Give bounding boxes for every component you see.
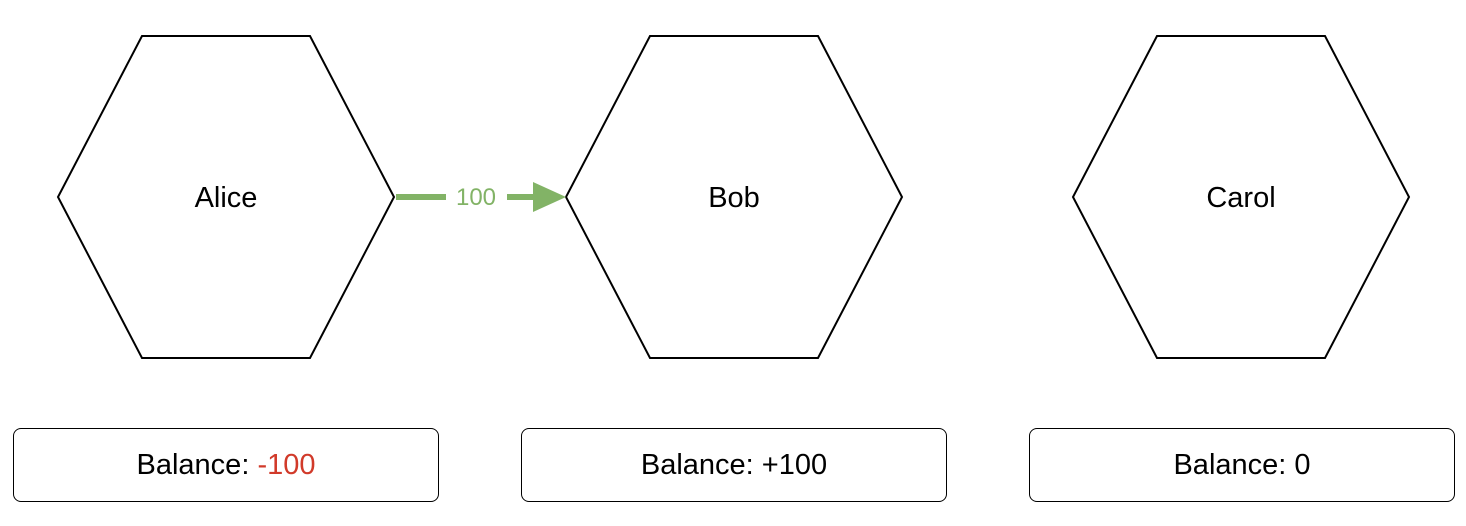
hexagon-shape bbox=[1071, 35, 1411, 359]
balance-box-bob: Balance: +100 bbox=[521, 428, 947, 502]
node-bob[interactable]: Bob bbox=[564, 35, 904, 359]
node-label-bob: Bob bbox=[708, 182, 760, 214]
balance-label: Balance: bbox=[1173, 448, 1295, 481]
node-carol[interactable]: Carol bbox=[1071, 35, 1411, 359]
balance-value: -100 bbox=[257, 448, 316, 481]
balance-value: 0 bbox=[1294, 448, 1311, 481]
balance-box-carol: Balance: 0 bbox=[1029, 428, 1455, 502]
hexagon-shape bbox=[56, 35, 396, 359]
arrowhead-icon bbox=[533, 182, 566, 212]
node-label-carol: Carol bbox=[1206, 182, 1275, 214]
balance-box-alice: Balance: -100 bbox=[13, 428, 439, 502]
edge-alice-to-bob[interactable]: 100 bbox=[396, 182, 566, 212]
edge-label: 100 bbox=[456, 184, 496, 211]
node-alice[interactable]: Alice bbox=[56, 35, 396, 359]
balance-value: +100 bbox=[761, 448, 828, 481]
balance-label: Balance: bbox=[640, 448, 762, 481]
node-label-alice: Alice bbox=[195, 182, 258, 214]
balance-label: Balance: bbox=[136, 448, 258, 481]
